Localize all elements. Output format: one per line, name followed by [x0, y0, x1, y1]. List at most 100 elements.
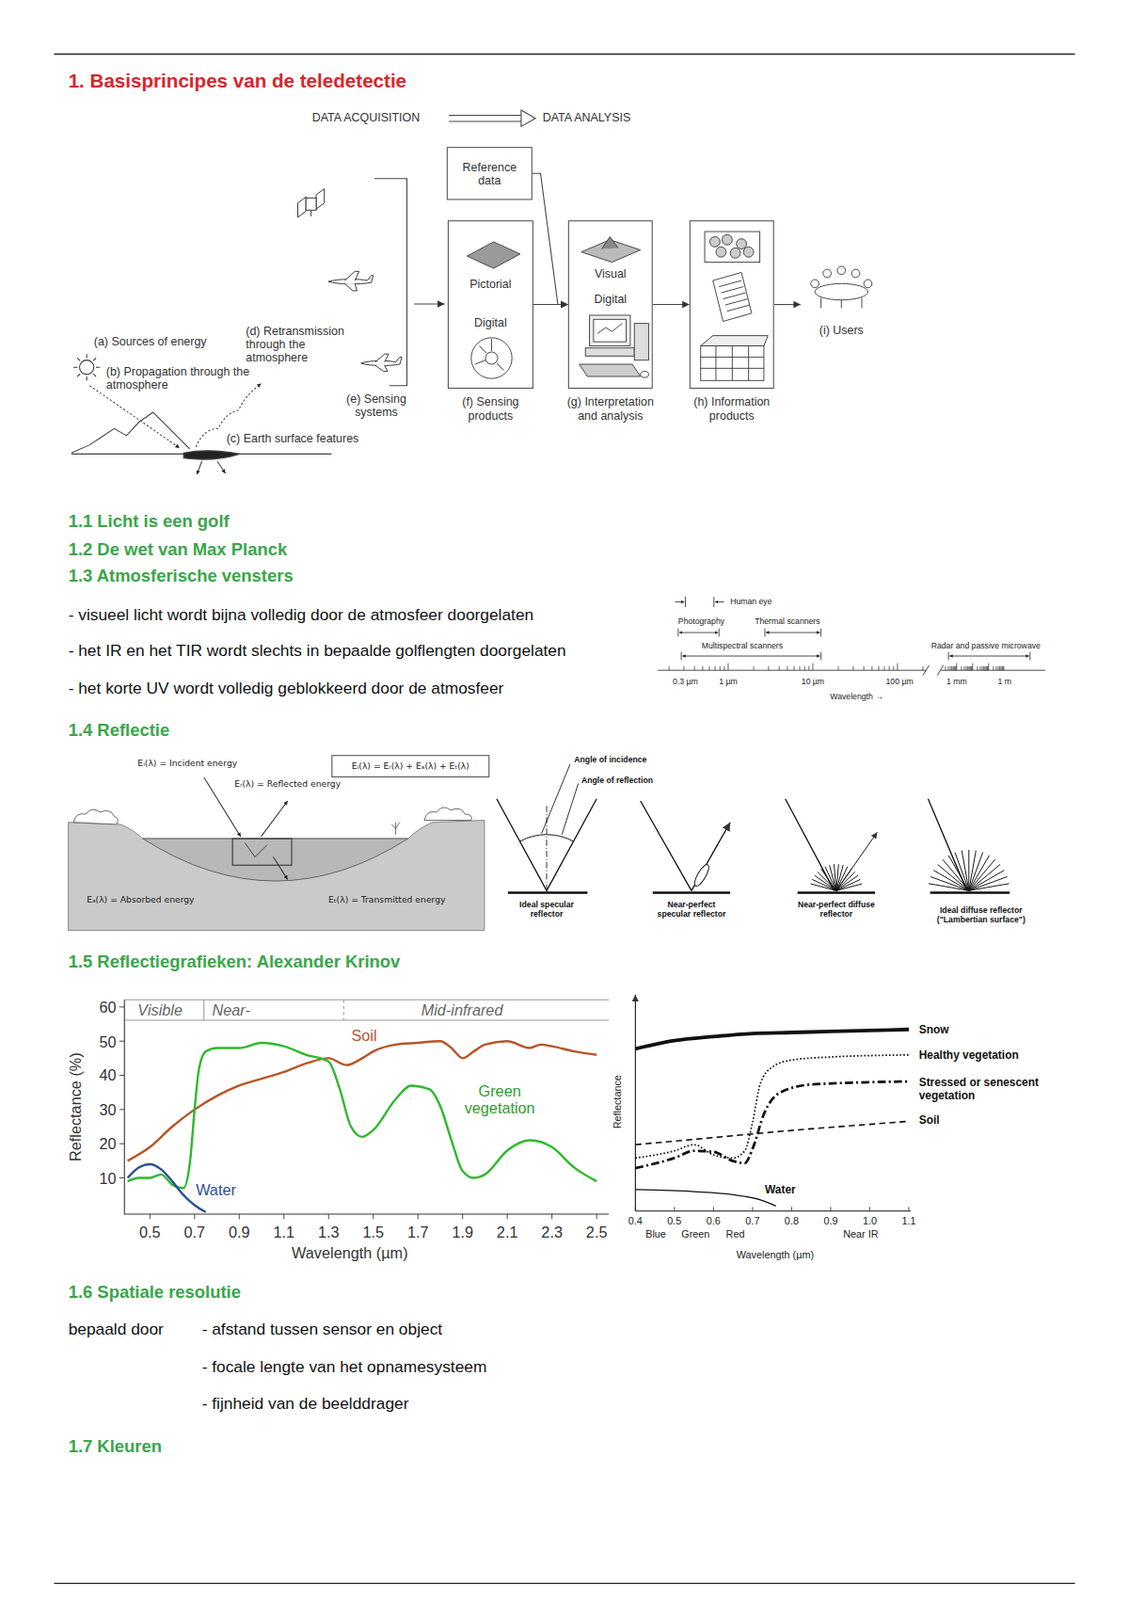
- scale-tick: [701, 666, 703, 670]
- axis-tick: [551, 1213, 553, 1219]
- scale-tick: [1002, 666, 1004, 670]
- diffuse-rays: [810, 831, 1010, 891]
- diagram-label: (a) Sources of energy: [94, 334, 207, 349]
- scale-tick: [683, 666, 684, 670]
- diagram-label: DATA ACQUISITION: [312, 111, 421, 126]
- reflectance-curve: [635, 1189, 776, 1206]
- scale-tick: [709, 666, 711, 670]
- diffuse-rays: [930, 876, 970, 891]
- axis-tick: [119, 1040, 125, 1042]
- axis-tick: [119, 1176, 125, 1178]
- scale-tick: [969, 666, 971, 670]
- scale-tick: [863, 666, 865, 670]
- diffuse-rays: [836, 878, 861, 891]
- scale-tick: [966, 666, 968, 670]
- icon: [589, 315, 631, 347]
- reflection-scene: [232, 838, 292, 865]
- diffuse-rays: [836, 863, 839, 891]
- reflector-figure: [520, 834, 574, 842]
- axis-tick: [829, 1206, 831, 1210]
- diffuse-rays: [829, 864, 837, 891]
- axis-tick: [283, 1213, 285, 1219]
- chart-frame: [343, 999, 345, 1020]
- reflector-caption: Near-perfect diffuse reflector: [795, 900, 878, 919]
- icon: [593, 318, 627, 342]
- diffuse-rays: [817, 871, 837, 891]
- axis-tick: [119, 1006, 909, 1219]
- reflectance-curve: [635, 1054, 909, 1158]
- reflection-scene: [143, 838, 409, 881]
- diffuse-rays: [969, 876, 1008, 891]
- reflector-figure: [785, 798, 968, 891]
- icon: [447, 147, 532, 199]
- scale-tick: [982, 666, 984, 670]
- reflector-figure: [496, 763, 1010, 893]
- diffuse-rays: [810, 883, 837, 891]
- scale-tick: [922, 666, 924, 670]
- icon: [851, 269, 860, 278]
- scale-tick: [694, 666, 696, 670]
- axis-label: 2.5: [586, 1223, 608, 1241]
- node-text: Pictorial: [469, 277, 511, 291]
- scale-label: Multispectral scanners: [701, 640, 783, 651]
- body-text: - het korte UV wordt volledig geblokkeer…: [68, 679, 505, 699]
- flow-arrow: [533, 303, 569, 305]
- scale-label: Photography: [678, 616, 725, 626]
- atmospheric-window-scale: [684, 596, 714, 607]
- reflection-scene: [244, 842, 268, 857]
- icon: [640, 371, 650, 379]
- chart-frame: [635, 1209, 911, 1211]
- atmospheric-window-scale: [675, 601, 685, 603]
- scale-tick: [811, 663, 813, 671]
- atmospheric-window-scale: [949, 655, 1030, 657]
- reflectance-curve: [635, 1029, 909, 1050]
- scale-tick: [954, 666, 956, 670]
- scale-tick: [668, 666, 670, 670]
- scale-tick: [668, 663, 1004, 671]
- body-text: - focale lengte van het opnamesysteem: [202, 1357, 488, 1377]
- sun-icon: [73, 353, 100, 381]
- reflectance-curve: [127, 1163, 207, 1212]
- axis-label: 0.6: [706, 1214, 721, 1226]
- diffuse-rays: [814, 874, 837, 891]
- data-box: Reference data: [446, 146, 533, 200]
- axis-label: 1.0: [862, 1214, 877, 1226]
- satellite-icon: [298, 196, 307, 218]
- acquisition-arrow: [448, 114, 525, 122]
- icon: [730, 247, 741, 258]
- reflector-figure: [640, 800, 692, 891]
- reflection-scene: [424, 807, 472, 821]
- flow-arrow: [532, 173, 569, 304]
- scale-label: Thermal scanners: [754, 616, 820, 626]
- icon: [718, 280, 750, 312]
- users-icon: (i) Users: [800, 258, 883, 351]
- scale-tick: [883, 666, 885, 670]
- scale-tick: [786, 666, 788, 670]
- aircraft-icon: [344, 270, 359, 291]
- axis-tick: [417, 1213, 419, 1219]
- scale-tick: [986, 666, 988, 670]
- reflector-figure: [546, 805, 548, 891]
- atmospheric-window-scale: [657, 596, 1046, 675]
- reflector-caption: Near-perfect specular reflector: [651, 900, 733, 919]
- node-text: Reference data: [451, 160, 527, 189]
- terrain: [89, 385, 179, 448]
- scale-tick: [971, 663, 973, 671]
- axis-tick: [372, 1213, 374, 1219]
- scale-tick: [896, 663, 898, 671]
- aircraft-icon: [328, 275, 374, 285]
- diagram-label: (d) Retransmission through the atmospher…: [245, 324, 366, 366]
- axis-tick: [193, 1213, 195, 1219]
- scale-tick: [995, 666, 997, 670]
- acquisition-arrow: [521, 110, 536, 127]
- scale-tick: [871, 666, 873, 670]
- diffuse-rays: [928, 883, 970, 891]
- diffuse-rays: [933, 870, 970, 891]
- axis-tick: [673, 1206, 675, 1210]
- diffuse-rays: [938, 863, 970, 891]
- curve-label: Stressed or senescent vegetation: [919, 1075, 1063, 1101]
- axis-tick: [238, 1213, 240, 1219]
- axis-label: 1.3: [318, 1223, 340, 1241]
- axis-label: Soil: [350, 1026, 377, 1045]
- terrain: [196, 461, 202, 475]
